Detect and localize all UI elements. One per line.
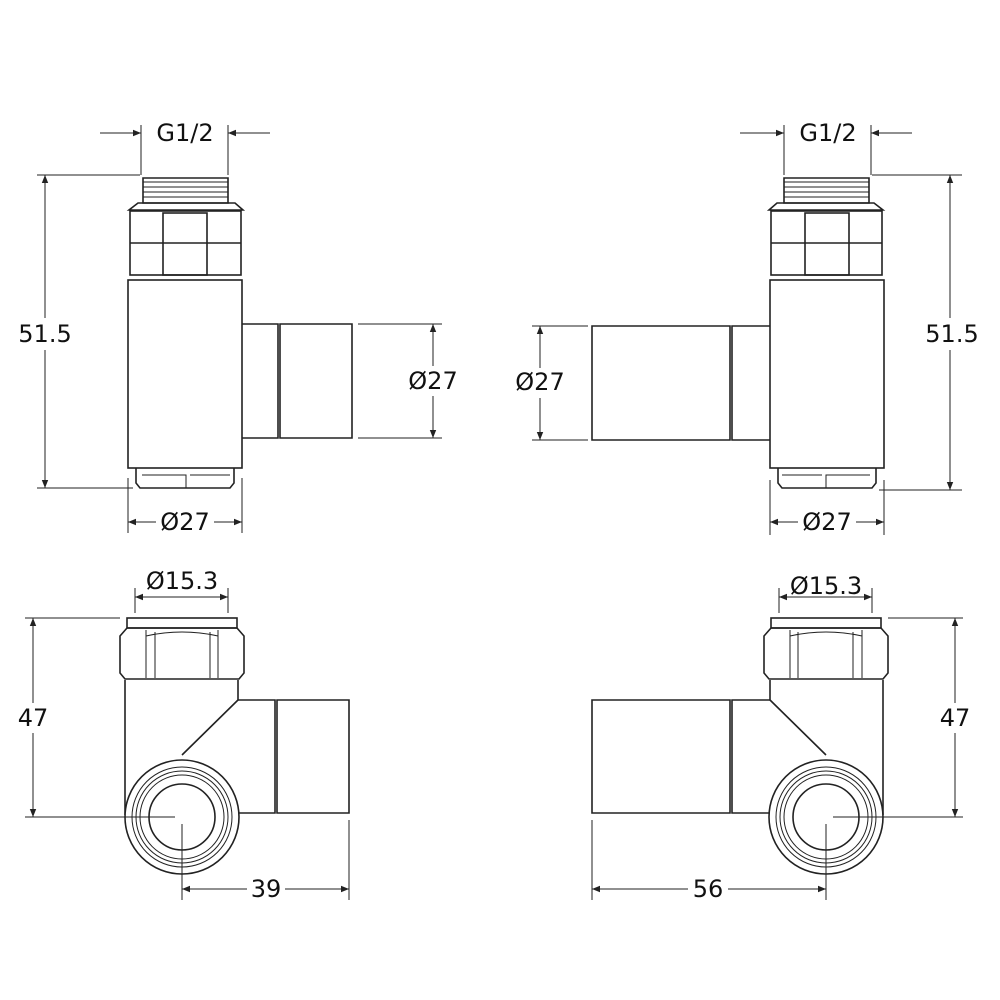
pipe-diameter-label: Ø15.3: [790, 572, 862, 600]
outlet-diameter-label: Ø27: [408, 367, 457, 395]
body-diameter-label: Ø27: [160, 508, 209, 536]
height-label: 47: [940, 704, 971, 732]
height-label: 47: [18, 704, 49, 732]
bottom-left-front-view: Ø15.3 47 39: [15, 567, 350, 904]
top-right-side-view: G1/2 51.5 Ø27 Ø27: [511, 119, 982, 536]
offset-label: 39: [251, 875, 282, 903]
thread-size-label: G1/2: [156, 119, 213, 147]
thread-size-label: G1/2: [799, 119, 856, 147]
top-left-side-view: G1/2 51.5 Ø27 Ø27: [15, 119, 462, 536]
height-label: 51.5: [925, 320, 978, 348]
pipe-diameter-label: Ø15.3: [146, 567, 218, 595]
height-label: 51.5: [18, 320, 71, 348]
outlet-diameter-label: Ø27: [515, 368, 564, 396]
body-diameter-label: Ø27: [802, 508, 851, 536]
offset-label: 56: [693, 875, 724, 903]
bottom-right-front-view: Ø15.3 47 56: [591, 572, 973, 904]
